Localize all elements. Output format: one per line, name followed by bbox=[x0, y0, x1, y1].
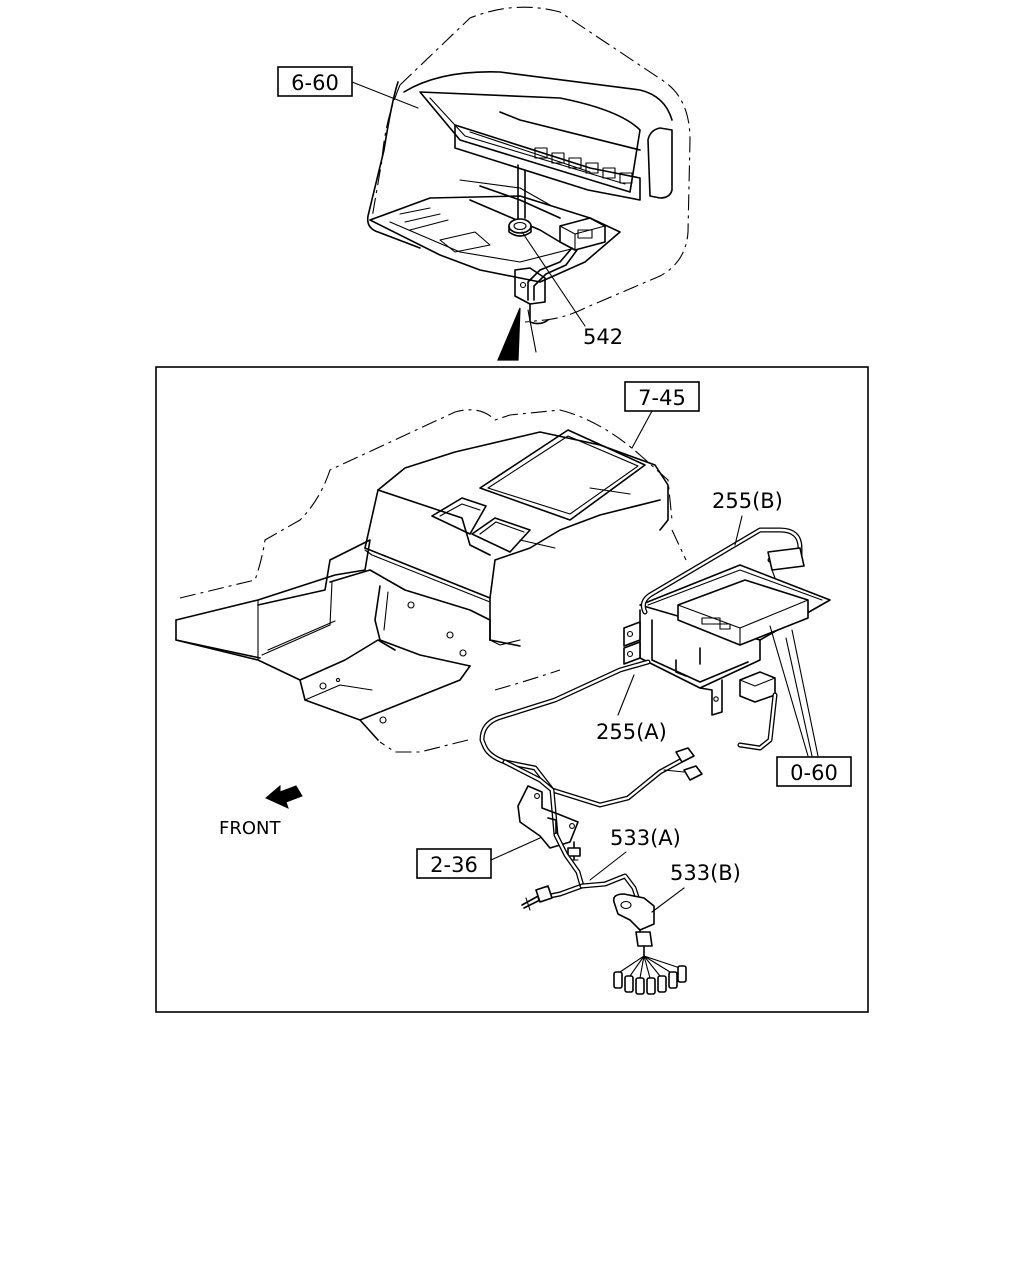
callout-255-a[interactable]: 255(A) bbox=[596, 674, 667, 744]
detail-frame bbox=[155, 366, 869, 1013]
callout-255-b-text: 255(B) bbox=[712, 489, 783, 513]
callout-7-45-text: 7-45 bbox=[638, 386, 686, 410]
front-direction: FRONT bbox=[219, 784, 303, 839]
console-top-panel bbox=[479, 429, 646, 521]
callout-533-b-text: 533(B) bbox=[670, 861, 741, 885]
callout-542[interactable]: 542 bbox=[521, 231, 623, 349]
front-label: FRONT bbox=[219, 818, 281, 839]
controller-unit bbox=[479, 527, 831, 838]
callout-542-text: 542 bbox=[583, 325, 623, 349]
control-unit-small bbox=[559, 217, 606, 251]
callout-7-45[interactable]: 7-45 bbox=[624, 381, 700, 449]
floor-panel-assembly bbox=[175, 409, 687, 753]
callout-6-60-text: 6-60 bbox=[291, 71, 339, 95]
detail-pointer bbox=[497, 307, 521, 361]
console-pockets bbox=[431, 497, 531, 553]
callout-6-60[interactable]: 6-60 bbox=[277, 66, 419, 109]
callout-0-60-text: 0-60 bbox=[790, 761, 838, 785]
callout-2-36-text: 2-36 bbox=[430, 853, 478, 877]
dash-vents bbox=[534, 147, 633, 184]
front-arrow-icon bbox=[265, 784, 303, 809]
connector-533-b bbox=[612, 893, 687, 995]
callout-533-a-text: 533(A) bbox=[610, 826, 681, 850]
callout-2-36[interactable]: 2-36 bbox=[416, 837, 541, 879]
part-542-disc bbox=[508, 218, 532, 237]
callout-533-b[interactable]: 533(B) bbox=[651, 861, 741, 913]
antenna-cable-533-a bbox=[521, 832, 643, 911]
callout-0-60[interactable]: 0-60 bbox=[769, 625, 852, 787]
cab-overview bbox=[366, 6, 691, 361]
callout-255-b[interactable]: 255(B) bbox=[712, 489, 783, 546]
mounting-bracket-2-36 bbox=[517, 785, 581, 861]
callout-255-a-text: 255(A) bbox=[596, 720, 667, 744]
callout-533-a[interactable]: 533(A) bbox=[589, 826, 681, 881]
